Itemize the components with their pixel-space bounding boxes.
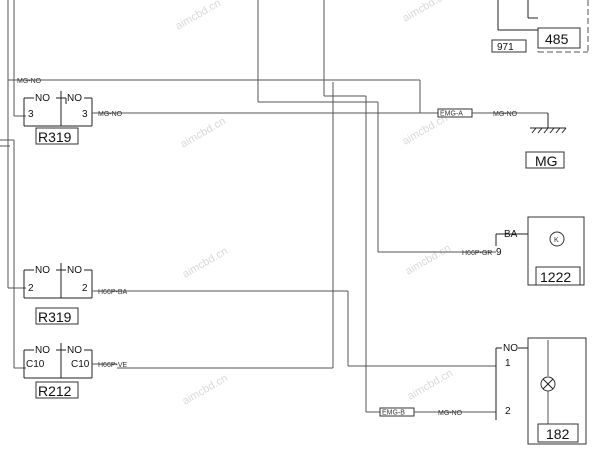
module-ref: 971 [497, 42, 514, 53]
wire-label-mg-no: MG-NO [98, 111, 123, 118]
wire-label-h66p-ve: H66P-VE [98, 362, 128, 369]
splice-emg-a: EMG-A MG-NO [418, 108, 548, 118]
component-182: NO 1 2 182 [495, 337, 587, 445]
connector-name: R319 [38, 129, 72, 145]
connector-label-right: NO [67, 93, 82, 104]
connector-label-right: NO [67, 265, 82, 276]
ground-mg: MG [525, 113, 567, 169]
wire-h66p-ba: H66P-BA [92, 289, 496, 367]
component-pin-label: BA [504, 229, 518, 240]
wire-r319-mg-no: MG-NO [92, 111, 418, 118]
connector-name: R212 [38, 383, 72, 399]
wire-mg-no-top: MG-NO [8, 78, 421, 113]
component-code: 1222 [540, 269, 571, 285]
watermark: aimcbd.cn [406, 367, 455, 402]
wire-h66p-ve: H66P-VE [92, 362, 128, 369]
splice-label: EMG-B [382, 410, 405, 417]
connector-pin-right: 3 [82, 109, 88, 120]
ground-label: MG [535, 153, 558, 169]
watermarks: aimcbd.cn aimcbd.cn aimcbd.cn aimcbd.cn … [174, 0, 455, 408]
component-1222: H66P-GR 9 BA K 1222 [460, 216, 585, 286]
watermark: aimcbd.cn [181, 245, 230, 280]
connector-pin-right: C10 [71, 359, 90, 370]
component-header: NO [503, 343, 518, 354]
connector-name: R319 [38, 309, 72, 325]
connector-r212: NO NO C10 C10 R212 [23, 343, 93, 399]
component-pin: 9 [496, 247, 502, 258]
splice-label: EMG-A [440, 111, 463, 118]
component-code: 182 [546, 426, 570, 442]
watermark: aimcbd.cn [179, 115, 228, 150]
watermark: aimcbd.cn [404, 242, 453, 277]
watermark: aimcbd.cn [174, 0, 223, 33]
wire-label-mg-no: MG-NO [438, 410, 463, 417]
connector-pin-right: 2 [82, 283, 88, 294]
connector-pin-left: 2 [28, 283, 34, 294]
left-bus [0, 0, 26, 369]
wire-label-mg-no: MG-NO [17, 78, 42, 85]
module-485: 971 485 [491, 0, 589, 53]
watermark: aimcbd.cn [401, 0, 450, 25]
connector-pin-left: C10 [26, 359, 45, 370]
splice-emg-b: EMG-B MG-NO [379, 407, 496, 417]
wire-label-h66p-gr: H66P-GR [462, 250, 492, 257]
component-pin-2: 2 [505, 406, 511, 417]
module-code: 485 [545, 31, 569, 47]
watermark: aimcbd.cn [181, 372, 230, 407]
harness-trunks [117, 0, 460, 413]
connector-r319-a: NO NO 3 3 R319 [23, 91, 93, 145]
connector-label-right: NO [67, 345, 82, 356]
wire-label-h66p-ba: H66P-BA [98, 289, 128, 296]
wire-label-mg-no: MG-NO [493, 111, 518, 118]
connector-r319-b: NO NO 2 2 R319 [23, 263, 93, 325]
connector-label-left: NO [35, 345, 50, 356]
connector-label-left: NO [35, 93, 50, 104]
connector-pin-left: 3 [28, 109, 34, 120]
component-pin-1: 1 [505, 358, 511, 369]
sensor-icon: K [554, 237, 559, 244]
connector-label-left: NO [35, 265, 50, 276]
